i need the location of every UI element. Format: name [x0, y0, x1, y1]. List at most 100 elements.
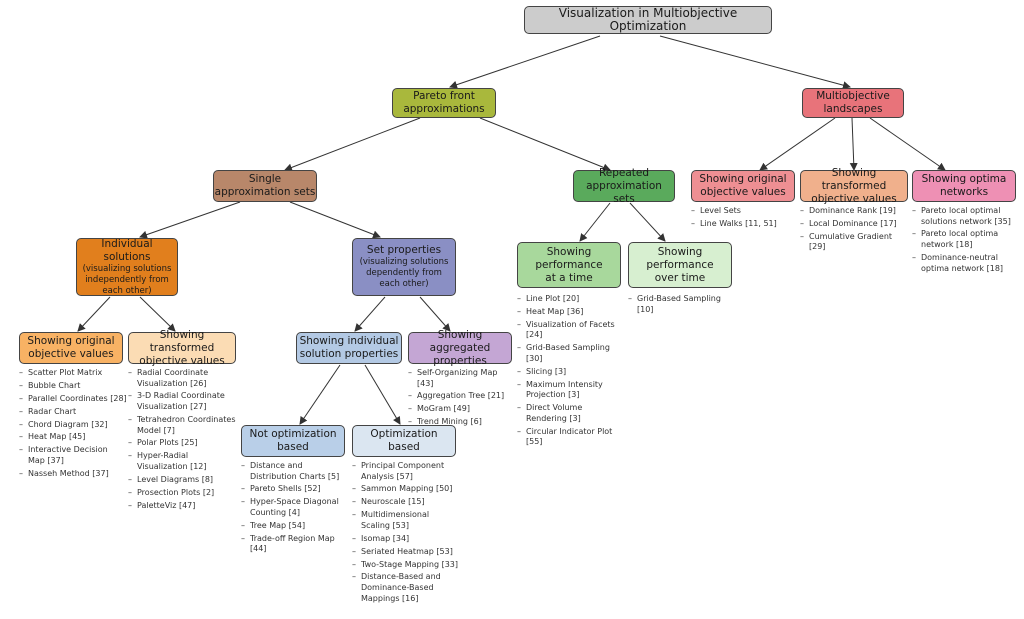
list-item: Nasseh Method [37]	[19, 469, 127, 480]
aggr-props-node: Showing aggregated properties	[408, 328, 512, 367]
repeated-line-1: Repeated	[598, 166, 650, 179]
perf-time-line-1: Showing	[546, 245, 592, 258]
perf-over-line-2: performance	[646, 258, 714, 271]
list-item: Slicing [3]	[517, 367, 625, 378]
edge-repeated-perfover	[629, 202, 666, 242]
edge-individual-orig	[77, 296, 111, 332]
list-item: Isomap [34]	[352, 534, 458, 545]
edge-pareto-repeated	[479, 117, 611, 172]
edge-repeated-perftime	[579, 202, 611, 242]
list-item: Interactive Decision Map [37]	[19, 445, 127, 466]
list-item: Distance and Distribution Charts [5]	[241, 461, 349, 482]
list-item: Line Plot [20]	[517, 294, 625, 305]
list-item: Sammon Mapping [50]	[352, 484, 458, 495]
list-item: Bubble Chart	[19, 381, 127, 392]
land-optima-line-1: Showing optima	[921, 173, 1007, 185]
list-item: Heat Map [36]	[517, 307, 625, 318]
opt-node: Optimization based	[352, 425, 456, 457]
list-item: Two-Stage Mapping [33]	[352, 560, 458, 571]
edge-single-individual	[139, 201, 241, 239]
land-orig-line-1: Showing original	[699, 173, 787, 185]
land-trans-list: Dominance Rank [19]Local Dominance [17]C…	[800, 206, 910, 255]
list-item: Dominance-neutral optima network [18]	[912, 253, 1016, 274]
list-item: Cumulative Gradient [29]	[800, 232, 910, 253]
list-item: Polar Plots [25]	[128, 438, 240, 449]
multi-node: Multiobjective landscapes	[802, 88, 904, 118]
orig-values-line-2: objective values	[28, 348, 114, 360]
list-item: Distance-Based and Dominance-Based Mappi…	[352, 572, 458, 604]
aggr-list: Self-Organizing Map [43]Aggregation Tree…	[408, 368, 516, 430]
orig-values-list: Scatter Plot MatrixBubble ChartParallel …	[19, 368, 127, 482]
edge-root-pareto	[449, 35, 601, 89]
root-title: Visualization in Multiobjective Optimiza…	[558, 6, 738, 33]
trans-values-line-2: objective values	[139, 354, 225, 367]
land-trans-node: Showing transformed objective values	[800, 166, 908, 205]
land-optima-line-2: networks	[939, 186, 989, 198]
opt-list: Principal Component Analysis [57] Sammon …	[352, 461, 458, 607]
not-opt-line-2: based	[277, 441, 309, 453]
list-item: Prosection Plots [2]	[128, 488, 240, 499]
orig-values-node: Showing original objective values	[19, 332, 123, 364]
setprops-node: Set properties (visualizing solutions de…	[352, 238, 456, 296]
perf-over-list: Grid-Based Sampling [10]	[628, 294, 738, 317]
list-item: Trade-off Region Map [44]	[241, 534, 349, 555]
list-item: Multidimensional Scaling [53]	[352, 510, 458, 531]
not-opt-node: Not optimization based	[241, 425, 345, 457]
list-item: Direct Volume Rendering [3]	[517, 403, 625, 424]
pareto-line-1: Pareto front	[413, 90, 475, 102]
edge-indiv-notopt	[299, 364, 341, 425]
list-item: Hyper-Space Diagonal Counting [4]	[241, 497, 349, 518]
list-item: Tetrahedron Coordinates Model [7]	[128, 415, 240, 436]
multi-line-2: landscapes	[823, 103, 883, 115]
repeated-line-2: approximation sets	[586, 179, 662, 205]
edge-single-setprops	[289, 201, 381, 239]
edge-setprops-aggr	[419, 296, 451, 332]
list-item: Trend Mining [6]	[408, 417, 516, 428]
list-item: Dominance Rank [19]	[800, 206, 910, 217]
list-item: Pareto local optima network [18]	[912, 229, 1016, 250]
individual-sub-2: independently from	[85, 274, 169, 285]
perf-time-node: Showing performance at a time	[517, 242, 621, 288]
list-item: Radar Chart	[19, 407, 127, 418]
trans-values-list: Radial Coordinate Visualization [26]3-D …	[128, 368, 240, 514]
edge-pareto-single	[284, 117, 421, 172]
aggr-props-line-2: properties	[433, 354, 487, 367]
land-orig-node: Showing original objective values	[691, 170, 795, 202]
perf-over-line-3: over time	[654, 271, 706, 284]
pareto-node: Pareto front approximations	[392, 88, 496, 118]
individual-sub-3: each other)	[102, 285, 152, 296]
land-trans-line-1: Showing transformed	[821, 166, 887, 192]
multi-line-1: Multiobjective	[816, 90, 890, 102]
edge-root-multi	[659, 35, 851, 90]
setprops-sub-3: each other)	[379, 279, 429, 289]
edge-multi-landoptima	[869, 117, 946, 171]
list-item: PaletteViz [47]	[128, 501, 240, 512]
indiv-props-line-2: solution properties	[299, 348, 399, 360]
edge-multi-landtrans	[849, 117, 858, 171]
land-orig-list: Level SetsLine Walks [11, 51]	[691, 206, 797, 232]
list-item: Grid-Based Sampling [10]	[628, 294, 738, 315]
list-item: Level Sets	[691, 206, 797, 217]
not-opt-line-1: Not optimization	[249, 428, 337, 440]
perf-over-line-1: Showing	[657, 245, 703, 258]
edge-setprops-indiv	[354, 296, 386, 332]
list-item: Tree Map [54]	[241, 521, 349, 532]
list-item: Scatter Plot Matrix	[19, 368, 127, 379]
individual-sub-1: (visualizing solutions	[82, 263, 172, 274]
list-item: Heat Map [45]	[19, 432, 127, 443]
list-item: Principal Component Analysis [57]	[352, 461, 458, 482]
not-opt-list: Distance and Distribution Charts [5]Pare…	[241, 461, 349, 557]
list-item: Parallel Coordinates [28]	[19, 394, 127, 405]
land-optima-list: Pareto local optimal solutions network […	[912, 206, 1016, 276]
list-item: 3-D Radial Coordinate Visualization [27]	[128, 391, 240, 412]
perf-time-line-2: performance	[535, 258, 603, 271]
list-item: Level Diagrams [8]	[128, 475, 240, 486]
list-item: Self-Organizing Map [43]	[408, 368, 516, 389]
single-line-1: Single	[248, 173, 282, 185]
perf-time-list: Line Plot [20] Heat Map [36] Visualization…	[517, 294, 625, 450]
edge-indiv-opt	[364, 364, 401, 425]
list-item: Visualization of Facets [24]	[517, 320, 625, 341]
aggr-props-line-1: Showing aggregated	[429, 328, 491, 354]
trans-values-line-1: Showing transformed	[149, 328, 215, 354]
